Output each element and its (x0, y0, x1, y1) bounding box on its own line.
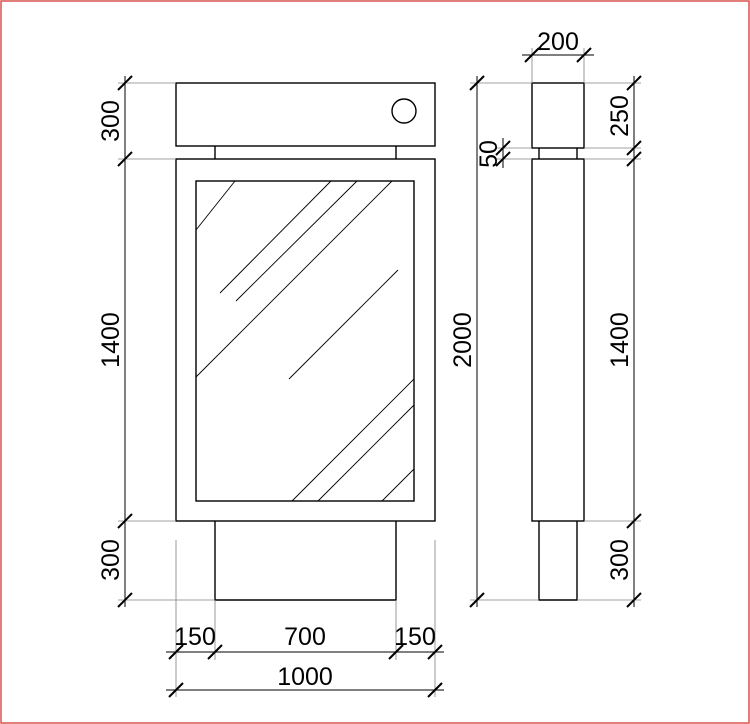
side-dim-neck: 50 (475, 140, 503, 168)
side-top-box (531, 82, 585, 149)
glass-reflection-lines (195, 180, 415, 502)
front-dim-base-height: 300 (97, 539, 125, 581)
front-view (175, 82, 436, 601)
side-view (531, 82, 585, 601)
front-dim-top-height: 300 (97, 100, 125, 142)
front-dim-body-height: 1400 (97, 312, 125, 368)
front-dim-left-margin: 150 (174, 623, 216, 651)
front-dim-base-width: 700 (284, 623, 326, 651)
side-dim-body-height: 1400 (606, 312, 634, 368)
side-base (538, 521, 578, 601)
front-top-box (175, 82, 436, 147)
front-left-dimensions: 300 1400 300 (97, 75, 215, 608)
front-body-frame (175, 158, 436, 522)
side-dim-total-height: 2000 (449, 312, 477, 368)
front-dim-overall-width: 1000 (277, 663, 333, 691)
side-dim-depth: 200 (537, 28, 579, 56)
side-right-dimensions: 250 1400 300 (577, 75, 642, 608)
front-bottom-dimensions: 150 700 150 1000 (166, 540, 444, 698)
front-dim-right-margin: 150 (394, 623, 436, 651)
front-glass-panel (195, 180, 415, 502)
side-body (531, 158, 585, 522)
side-dim-base-height: 300 (606, 539, 634, 581)
front-light-circle (391, 98, 417, 124)
side-dim-top-height: 250 (606, 95, 634, 137)
side-neck-dimension: 50 (475, 138, 532, 168)
front-base (214, 521, 397, 601)
side-top-dimension: 200 (522, 28, 594, 83)
side-total-height-dimension: 2000 (449, 75, 539, 608)
